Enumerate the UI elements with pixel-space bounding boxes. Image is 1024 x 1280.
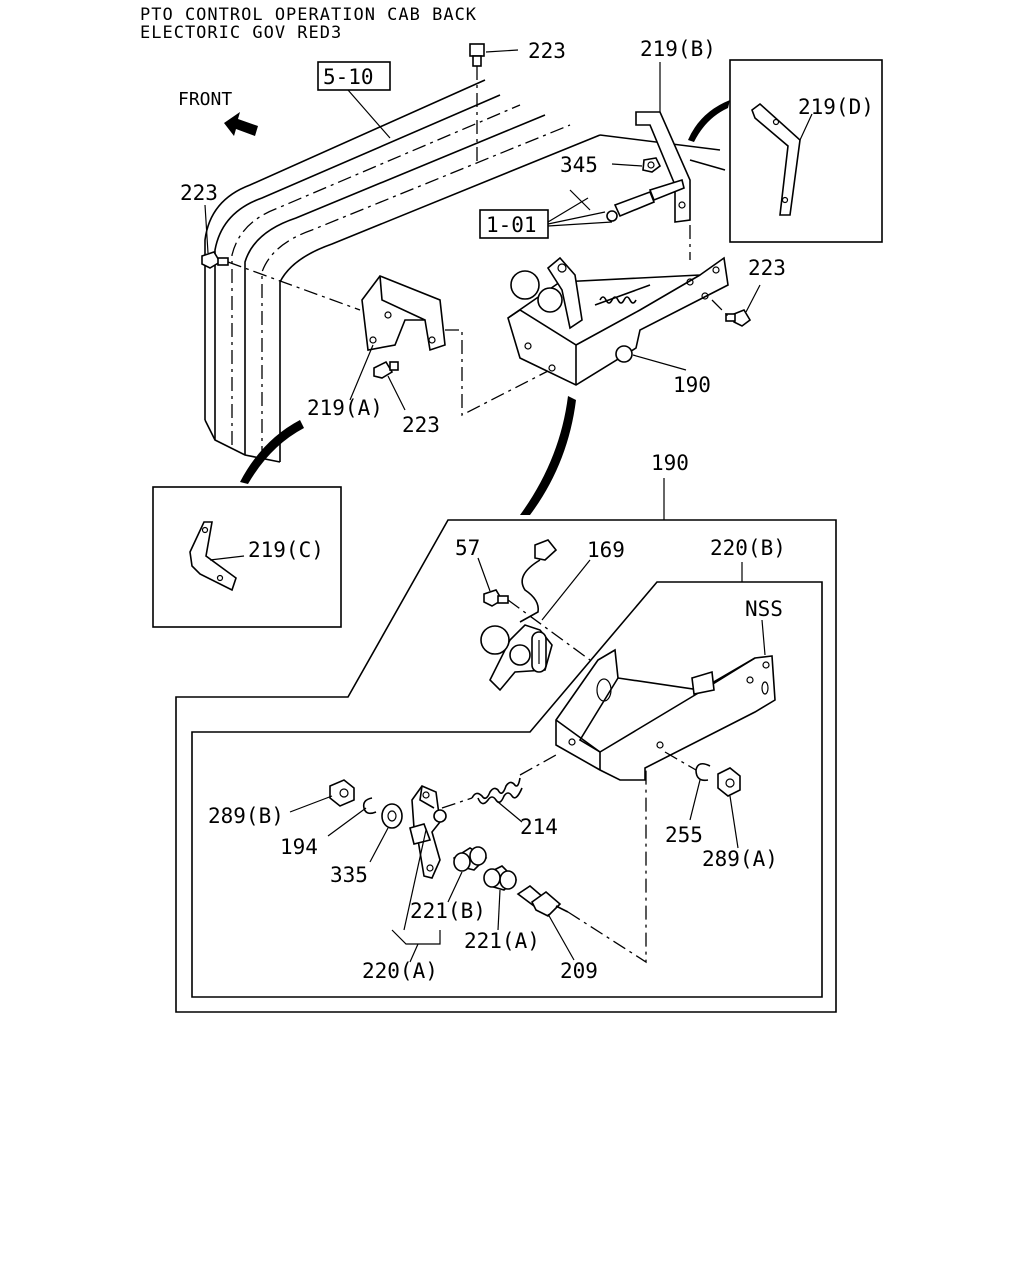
sleeve-221b-icon	[452, 846, 488, 872]
callout-289b: 289(B)	[208, 804, 284, 828]
callout-219d: 219(D)	[798, 95, 874, 119]
callout-194: 194	[280, 835, 318, 859]
sleeve-221a-icon	[483, 865, 518, 891]
ref-box-1-01-label: 1-01	[486, 213, 537, 237]
bolt-223-bottom-icon	[373, 360, 399, 379]
callout-335: 335	[330, 863, 368, 887]
ref-box-1-01[interactable]: 1-01	[479, 209, 549, 239]
callout-223-right: 223	[748, 256, 786, 280]
callout-219b: 219(B)	[640, 37, 716, 61]
callout-214: 214	[520, 815, 558, 839]
lever-220a-icon	[409, 785, 447, 879]
detail-frame-190: 190	[175, 451, 837, 1013]
callout-190-upper: 190	[673, 373, 711, 397]
callout-220b: 220(B)	[710, 536, 786, 560]
pointer-219c	[240, 420, 304, 484]
diagram-title-line2: ELECTORIC GOV RED3	[140, 23, 342, 43]
ref-box-5-10-label: 5-10	[323, 65, 374, 89]
bolt-223-left-icon	[201, 251, 229, 269]
front-label: FRONT	[178, 89, 232, 110]
pointer-190-detail	[520, 396, 576, 515]
callout-345: 345	[560, 153, 598, 177]
detail-box-219c: 219(C)	[152, 486, 342, 628]
ref-box-5-10[interactable]: 5-10	[317, 61, 391, 91]
cable-end-icon	[569, 178, 685, 222]
cab-back-panel	[204, 79, 726, 463]
callout-209: 209	[560, 959, 598, 983]
nut-289b-icon	[329, 779, 355, 807]
callout-219a: 219(A)	[307, 396, 383, 420]
bracket-220b-nss-icon	[555, 648, 776, 781]
callout-255: 255	[665, 823, 703, 847]
callout-169: 169	[587, 538, 625, 562]
callout-221a: 221(A)	[464, 929, 540, 953]
assembly-190-upper	[507, 256, 729, 386]
diagram-title-line1: PTO CONTROL OPERATION CAB BACK	[140, 5, 477, 25]
pointer-219d	[688, 100, 730, 142]
callout-223-left: 223	[180, 181, 218, 205]
bolt-57-icon	[483, 589, 509, 607]
callout-219c: 219(C)	[248, 538, 324, 562]
sensor-169-icon	[480, 539, 558, 692]
clip-255-icon	[695, 762, 711, 782]
clip-194-icon	[362, 797, 377, 815]
washer-335-icon	[381, 803, 403, 829]
spring-214-icon	[471, 777, 523, 805]
front-arrow-icon	[224, 112, 258, 136]
bolt-223-right-icon	[725, 309, 752, 327]
bracket-219b-icon	[635, 111, 691, 223]
bolt-209-icon	[516, 884, 569, 917]
callout-289a: 289(A)	[702, 847, 778, 871]
callout-57: 57	[455, 536, 480, 560]
callout-190-lower: 190	[651, 451, 689, 475]
callout-221b: 221(B)	[410, 899, 486, 923]
callout-nss: NSS	[745, 597, 783, 621]
detail-frame-220b: 220(B)	[191, 536, 823, 998]
nut-289a-icon	[717, 767, 741, 797]
callout-220a: 220(A)	[362, 959, 438, 983]
bracket-219a-icon	[361, 275, 446, 352]
detail-box-219d: 219(D)	[729, 59, 883, 243]
nut-345-icon	[642, 157, 662, 173]
callout-223-top: 223	[528, 39, 566, 63]
bolt-223-top-icon	[469, 43, 485, 67]
callout-223-bottom: 223	[402, 413, 440, 437]
